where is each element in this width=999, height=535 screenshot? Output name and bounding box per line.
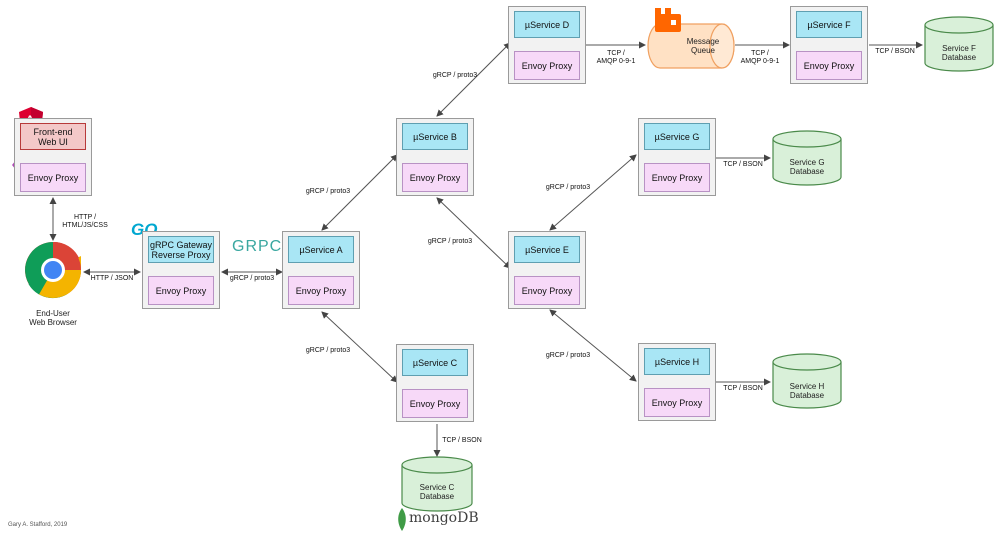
service-c-database-label: Service C Database bbox=[419, 483, 455, 501]
message-queue-label: Message Queue bbox=[686, 37, 720, 55]
service-e: µService E bbox=[514, 236, 580, 263]
service-g-envoy-proxy: Envoy Proxy bbox=[644, 163, 710, 192]
message-queue-shape bbox=[647, 23, 735, 69]
service-h: µService H bbox=[644, 348, 710, 375]
chrome-browser-icon bbox=[25, 241, 81, 299]
service-d-envoy-proxy: Envoy Proxy bbox=[514, 51, 580, 80]
service-g-database-label: Service G Database bbox=[789, 158, 825, 176]
service-h-database-label: Service H Database bbox=[789, 382, 825, 400]
edge-label-gateway-a: gRCP / proto3 bbox=[229, 275, 275, 282]
service-g: µService G bbox=[644, 123, 710, 150]
service-a: µService A bbox=[288, 236, 354, 263]
pod-gateway: gRPC Gateway Reverse Proxy Envoy Proxy bbox=[142, 231, 220, 309]
service-a-envoy-proxy: Envoy Proxy bbox=[288, 276, 354, 305]
pod-service-d: µService D Envoy Proxy bbox=[508, 6, 586, 84]
frontend-envoy-proxy: Envoy Proxy bbox=[20, 163, 86, 192]
service-b-envoy-proxy: Envoy Proxy bbox=[402, 163, 468, 192]
edge-label-b-e: gRCP / proto3 bbox=[427, 238, 473, 245]
database-h-shape bbox=[772, 353, 842, 409]
edge-label-h-db: TCP / BSON bbox=[723, 385, 763, 392]
service-f-database-label: Service F Database bbox=[941, 44, 977, 62]
mongodb-logo: mongoDB bbox=[409, 510, 479, 526]
edge-a-b bbox=[321, 154, 398, 231]
edge-label-browser-gateway: HTTP / JSON bbox=[90, 275, 134, 282]
pod-service-b: µService B Envoy Proxy bbox=[396, 118, 474, 196]
pod-service-a: µService A Envoy Proxy bbox=[282, 231, 360, 309]
service-c: µService C bbox=[402, 349, 468, 376]
edge-e-h bbox=[549, 309, 637, 382]
edge-label-b-d: gRCP / proto3 bbox=[432, 72, 478, 79]
edge-label-c-db: TCP / BSON bbox=[442, 437, 482, 444]
pod-service-f: µService F Envoy Proxy bbox=[790, 6, 868, 84]
database-f-shape bbox=[924, 16, 994, 72]
mongodb-leaf-icon bbox=[398, 508, 406, 531]
edge-a-c bbox=[321, 311, 398, 383]
gateway-envoy-proxy: Envoy Proxy bbox=[148, 276, 214, 305]
service-f-envoy-proxy: Envoy Proxy bbox=[796, 51, 862, 80]
edge-label-a-c: gRCP / proto3 bbox=[305, 347, 351, 354]
pod-frontend: Front-end Web UI Envoy Proxy bbox=[14, 118, 92, 196]
grpc-logo: GRPC bbox=[232, 238, 283, 255]
edge-label-e-h: gRCP / proto3 bbox=[545, 352, 591, 359]
edge-e-g bbox=[549, 154, 637, 231]
edge-label-f-db: TCP / BSON bbox=[875, 48, 915, 55]
database-g-shape bbox=[772, 130, 842, 186]
service-c-envoy-proxy: Envoy Proxy bbox=[402, 389, 468, 418]
pod-service-g: µService G Envoy Proxy bbox=[638, 118, 716, 196]
pod-service-c: µService C Envoy Proxy bbox=[396, 344, 474, 422]
edge-label-queue-f: TCP / AMQP 0-9-1 bbox=[740, 50, 780, 65]
service-h-envoy-proxy: Envoy Proxy bbox=[644, 388, 710, 417]
browser-label: End-User Web Browser bbox=[29, 309, 77, 327]
service-d: µService D bbox=[514, 11, 580, 38]
edge-b-d bbox=[436, 42, 511, 117]
grpc-gateway-reverse-proxy: gRPC Gateway Reverse Proxy bbox=[148, 236, 214, 263]
edge-label-g-db: TCP / BSON bbox=[723, 161, 763, 168]
rabbitmq-icon bbox=[655, 8, 681, 32]
edge-label-e-g: gRCP / proto3 bbox=[545, 184, 591, 191]
database-c-shape bbox=[401, 456, 473, 512]
frontend-web-ui: Front-end Web UI bbox=[20, 123, 86, 150]
edge-label-d-queue: TCP / AMQP 0-9-1 bbox=[596, 50, 636, 65]
edge-b-e bbox=[436, 197, 511, 269]
service-b: µService B bbox=[402, 123, 468, 150]
service-e-envoy-proxy: Envoy Proxy bbox=[514, 276, 580, 305]
pod-service-e: µService E Envoy Proxy bbox=[508, 231, 586, 309]
edge-label-frontend-browser: HTTP / HTML/JS/CSS bbox=[62, 214, 108, 229]
pod-service-h: µService H Envoy Proxy bbox=[638, 343, 716, 421]
edge-label-a-b: gRCP / proto3 bbox=[305, 188, 351, 195]
credit-text: Gary A. Stafford, 2019 bbox=[8, 522, 68, 528]
service-f: µService F bbox=[796, 11, 862, 38]
